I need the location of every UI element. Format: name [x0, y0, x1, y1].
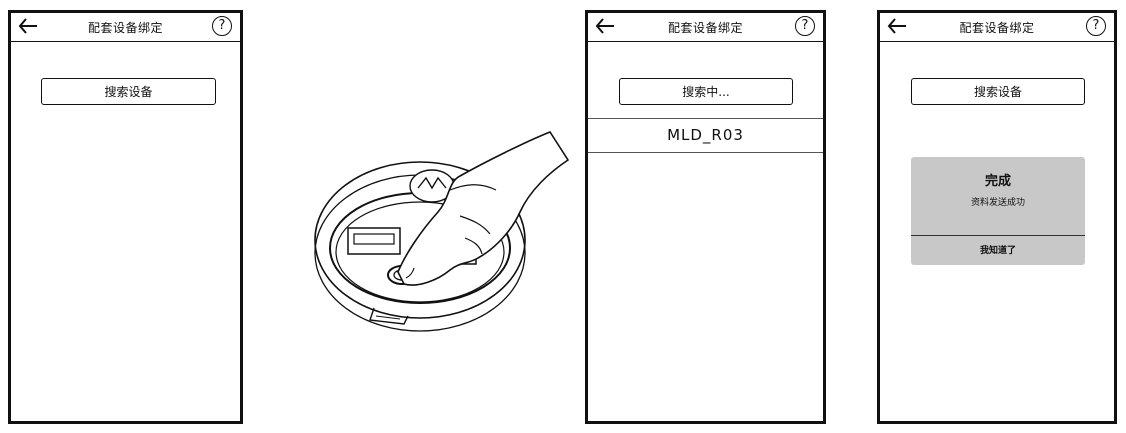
- page-title: 配套设备绑定: [959, 21, 1035, 35]
- searching-button[interactable]: 搜索中...: [619, 78, 793, 105]
- back-arrow-icon[interactable]: [594, 15, 616, 37]
- help-icon[interactable]: ?: [1086, 16, 1106, 36]
- help-icon[interactable]: ?: [795, 16, 815, 36]
- page-title: 配套设备绑定: [87, 21, 163, 35]
- search-device-button[interactable]: 搜索设备: [911, 78, 1085, 105]
- help-icon[interactable]: ?: [212, 16, 232, 36]
- phone-screen-1: 配套设备绑定 ? 搜索设备: [8, 10, 243, 424]
- completion-dialog: 完成 资料发送成功 我知道了: [911, 157, 1085, 265]
- dialog-ok-button[interactable]: 我知道了: [979, 246, 1016, 256]
- finger-pressing-device-illustration: [314, 131, 570, 332]
- back-arrow-icon[interactable]: [17, 15, 39, 37]
- device-illustration: [300, 120, 580, 350]
- found-device-item[interactable]: MLD_R03: [588, 118, 823, 153]
- phone-screen-3: 配套设备绑定 ? 搜索设备 完成 资料发送成功 我知道了: [877, 10, 1117, 424]
- top-bar: 配套设备绑定 ?: [880, 13, 1114, 42]
- dialog-title: 完成: [984, 174, 1011, 189]
- dialog-message: 资料发送成功: [970, 198, 1025, 208]
- dialog-divider: [911, 235, 1085, 236]
- top-bar: 配套设备绑定 ?: [588, 13, 823, 42]
- back-arrow-icon[interactable]: [886, 15, 908, 37]
- phone-screen-2: 配套设备绑定 ? 搜索中... MLD_R03: [585, 10, 826, 424]
- search-device-button[interactable]: 搜索设备: [41, 78, 216, 105]
- page-title: 配套设备绑定: [667, 21, 743, 35]
- top-bar: 配套设备绑定 ?: [11, 13, 240, 42]
